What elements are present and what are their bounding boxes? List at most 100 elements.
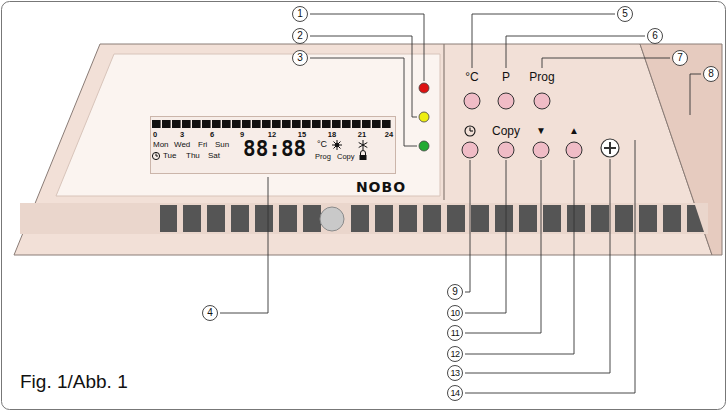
display-bezel xyxy=(56,54,440,196)
red-led xyxy=(419,83,429,93)
lcd-text: 6 xyxy=(210,131,214,139)
lcd-text: Prog xyxy=(315,153,331,161)
vent-slot xyxy=(591,205,609,232)
hour-segment xyxy=(182,120,191,128)
vent-slot xyxy=(303,205,321,232)
lock-icon xyxy=(360,151,367,161)
yellow-led xyxy=(419,112,429,122)
lcd-text: Sat xyxy=(208,152,220,160)
callout-number: 6 xyxy=(652,31,658,41)
lcd-text: 18 xyxy=(328,131,336,139)
button-label: Copy xyxy=(492,125,520,137)
vent-slot xyxy=(519,205,537,232)
button-label: °C xyxy=(465,71,478,83)
callout-circle xyxy=(293,7,308,22)
hour-segment xyxy=(312,120,321,128)
hour-segment xyxy=(352,120,361,128)
figure-caption: Fig. 1/Abb. 1 xyxy=(20,372,128,391)
vent-slot xyxy=(567,205,585,232)
vent-slot xyxy=(375,205,393,232)
hour-segment xyxy=(242,120,251,128)
callout-circle xyxy=(704,67,719,82)
callout-circle xyxy=(448,347,463,362)
lcd-text: 15 xyxy=(298,131,306,139)
callout-number: 4 xyxy=(207,308,213,318)
hour-segment xyxy=(212,120,221,128)
hour-segment xyxy=(232,120,241,128)
hour-segment xyxy=(262,120,271,128)
callout-circle xyxy=(618,7,633,22)
callout-circle xyxy=(293,29,308,44)
vent-slot xyxy=(183,205,201,232)
callout-circle xyxy=(448,285,463,300)
callout-number: 11 xyxy=(451,329,459,338)
lcd-text: °C xyxy=(317,140,327,149)
callout-number: 8 xyxy=(708,69,714,79)
callout-circle xyxy=(648,29,663,44)
vent-slot xyxy=(423,205,441,232)
vent-slot xyxy=(615,205,633,232)
callout-circle xyxy=(448,386,463,401)
vent-slot xyxy=(207,205,225,232)
hour-segment xyxy=(192,120,201,128)
front-face xyxy=(14,44,712,255)
hour-segment xyxy=(372,120,381,128)
callout-circle xyxy=(448,366,463,381)
lcd-text: Sun xyxy=(215,141,229,149)
vent-slot xyxy=(399,205,417,232)
lcd-text: 88:88 xyxy=(243,139,306,160)
grille-knob xyxy=(320,207,344,231)
callout-number: 7 xyxy=(677,53,683,63)
vent-slot xyxy=(663,205,681,232)
lcd-text: 21 xyxy=(358,131,366,139)
vent-slot xyxy=(160,205,177,232)
screw xyxy=(601,139,619,157)
callout-number: 2 xyxy=(297,31,303,41)
callout-circle xyxy=(448,306,463,321)
hour-segment xyxy=(202,120,211,128)
callout-number: 10 xyxy=(450,309,459,318)
hour-bar xyxy=(152,120,391,128)
lcd-text: 3 xyxy=(180,131,184,139)
lcd-text: 0 xyxy=(153,131,157,139)
button-symbol: ▼ xyxy=(536,126,546,136)
lcd-display: 03691215182124MonWedFriSunTueThuSat88:88… xyxy=(150,116,396,174)
lcd-text: Tue xyxy=(163,152,177,160)
vent-slot xyxy=(639,205,657,232)
hour-segment xyxy=(362,120,371,128)
lcd-text: Copy xyxy=(337,153,355,161)
hour-segment xyxy=(292,120,301,128)
callout-number: 5 xyxy=(622,9,628,19)
hour-segment xyxy=(152,120,161,128)
vent-slot xyxy=(279,205,297,232)
vent-slots xyxy=(160,205,704,232)
button-symbol: ▲ xyxy=(569,126,579,136)
buttons xyxy=(462,93,582,158)
hour-segment xyxy=(172,120,181,128)
hour-segment xyxy=(272,120,281,128)
lcd-glass xyxy=(150,116,396,174)
callout-circle xyxy=(293,51,308,66)
hour-segment xyxy=(302,120,311,128)
hour-segment xyxy=(162,120,171,128)
callout-number: 12 xyxy=(450,350,459,359)
callout-circle xyxy=(448,326,463,341)
callout-circles xyxy=(203,7,719,401)
vent-slot xyxy=(447,205,465,232)
callout-number: 1 xyxy=(297,9,303,19)
vent-slot xyxy=(471,205,489,232)
hour-segment xyxy=(322,120,331,128)
grille-strip xyxy=(20,203,708,234)
lcd-text: Wed xyxy=(174,141,190,149)
green-led xyxy=(419,141,429,151)
vent-slot xyxy=(543,205,561,232)
sun-icon xyxy=(332,140,342,150)
callout-number: 3 xyxy=(297,53,303,63)
lcd-text: Fri xyxy=(198,141,207,149)
vent-slot xyxy=(687,205,704,232)
callout-number: 9 xyxy=(452,287,458,297)
lcd-text: 24 xyxy=(385,131,393,139)
hour-segment xyxy=(222,120,231,128)
button-label: P xyxy=(502,71,510,83)
